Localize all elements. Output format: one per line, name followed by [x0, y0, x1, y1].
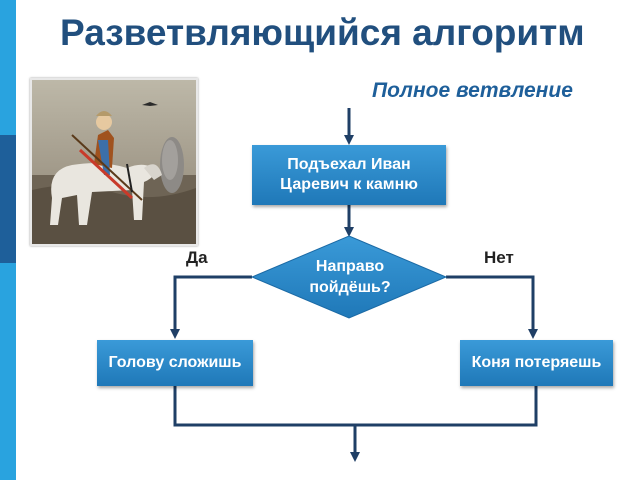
page-title: Разветвляющийся алгоритм	[60, 12, 585, 53]
no-branch-label: Нет	[484, 248, 514, 267]
left-accent-dark-segment	[0, 135, 16, 263]
start-box-text: Подъехал Иван Царевич к камню	[280, 156, 418, 193]
merge-line	[173, 386, 538, 427]
yes-branch-label: Да	[186, 248, 208, 267]
arrow-yes-branch	[170, 275, 252, 339]
start-box: Подъехал Иван Царевич к камню	[252, 145, 446, 205]
page-subtitle: Полное ветвление	[372, 79, 573, 102]
yes-action-text: Голову сложишь	[108, 354, 242, 371]
no-action-box: Коня потеряешь	[460, 340, 613, 386]
knight-illustration	[30, 78, 198, 246]
arrow-no-branch	[446, 275, 538, 339]
yes-action-box: Голову сложишь	[97, 340, 253, 386]
left-accent-bar	[0, 0, 16, 480]
no-action-text: Коня потеряешь	[471, 354, 602, 371]
decision-diamond	[250, 235, 448, 319]
decision-text: Направо пойдёшь?	[309, 258, 391, 296]
